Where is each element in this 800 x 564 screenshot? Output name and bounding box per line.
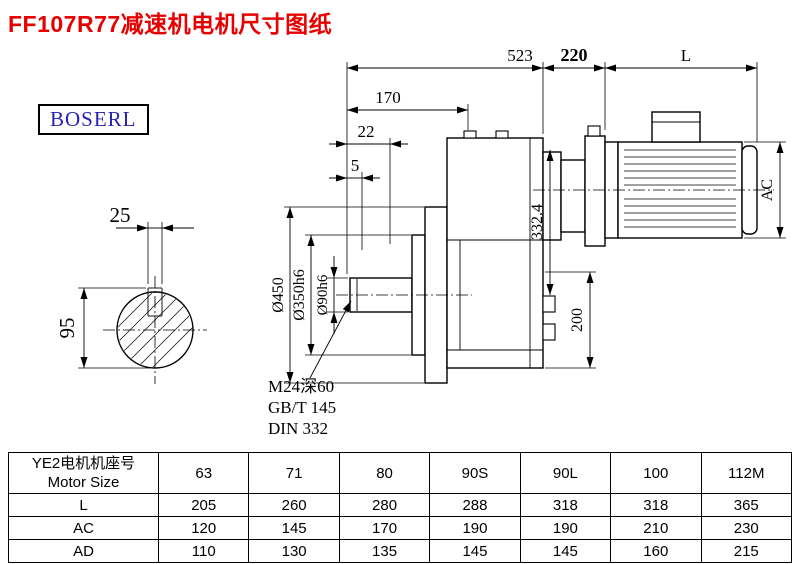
table-row-AC: AC 120 145 170 190 190 210 230 <box>8 516 793 540</box>
header-size-80: 80 <box>338 452 431 494</box>
row-label-L: L <box>8 493 159 517</box>
dim-5-label: 5 <box>351 156 360 175</box>
gearbox-view <box>349 130 556 384</box>
table-header-row: YE2电机机座号 Motor Size 63 71 80 90S 90L 100… <box>8 452 793 494</box>
dim-332-label: 332.4 <box>529 204 546 240</box>
dim-spigot-diameter-label: Ø350h6 <box>291 269 308 321</box>
motor-size-table: YE2电机机座号 Motor Size 63 71 80 90S 90L 100… <box>8 452 793 563</box>
housing-bolt <box>495 130 509 139</box>
note-din: DIN 332 <box>268 419 328 438</box>
row-label-AD: AD <box>8 539 159 563</box>
table-cell: 135 <box>338 539 431 563</box>
table-cell: 110 <box>157 539 250 563</box>
header-motor-size-cell: YE2电机机座号 Motor Size <box>8 452 159 494</box>
shaft-cross-section-view: 25 95 <box>55 203 207 384</box>
header-size-112m: 112M <box>700 452 793 494</box>
table-cell: 190 <box>429 516 521 540</box>
motor-cooling-fins <box>624 149 736 228</box>
table-cell: 120 <box>157 516 250 540</box>
gear-housing <box>446 137 544 369</box>
table-row-L: L 205 260 280 288 318 318 365 <box>8 493 793 517</box>
table-cell: 145 <box>429 539 521 563</box>
shaft-end-note: M24深60 GB/T 145 DIN 332 <box>268 300 352 438</box>
table-cell: 210 <box>610 516 702 540</box>
row-label-AC: AC <box>8 516 159 540</box>
table-cell: 205 <box>157 493 250 517</box>
table-cell: 170 <box>338 516 431 540</box>
dim-AC-label: AC <box>759 179 776 201</box>
adapter-housing <box>560 159 586 233</box>
dim-25-label: 25 <box>110 203 131 227</box>
table-cell: 318 <box>519 493 612 517</box>
keyway-outline <box>147 287 163 317</box>
header-size-63: 63 <box>157 452 250 494</box>
brand-logo: BOSERL <box>38 104 149 135</box>
header-label-cn: YE2电机机座号 <box>31 455 136 472</box>
housing-bolt <box>463 130 477 139</box>
housing-boss <box>542 323 556 341</box>
header-size-100: 100 <box>610 452 702 494</box>
dim-key-width: 25 <box>110 203 194 284</box>
dim-200-label: 200 <box>569 308 586 332</box>
table-cell: 230 <box>700 516 793 540</box>
terminal-box <box>651 111 701 143</box>
dimension-drawing: 25 95 <box>55 45 786 438</box>
table-row-AD: AD 110 130 135 145 145 160 215 <box>8 539 793 563</box>
dim-shaft-diameter-label: Ø90h6 <box>315 274 331 315</box>
table-cell: 160 <box>610 539 702 563</box>
dim-95-label: 95 <box>55 318 79 339</box>
table-cell: 318 <box>610 493 702 517</box>
note-gbt: GB/T 145 <box>268 398 336 417</box>
table-cell: 130 <box>248 539 340 563</box>
table-cell: 288 <box>429 493 521 517</box>
header-size-71: 71 <box>248 452 340 494</box>
page-title: FF107R77减速机电机尺寸图纸 <box>8 11 333 37</box>
table-cell: 365 <box>700 493 793 517</box>
top-dimensions: 523 220 L 170 22 5 <box>329 45 758 274</box>
dim-170-label: 170 <box>375 88 401 107</box>
table-cell: 215 <box>700 539 793 563</box>
vertical-dimensions: 332.4 200 AC <box>529 141 786 369</box>
dim-22-label: 22 <box>358 122 375 141</box>
header-label-en: Motor Size <box>47 474 120 491</box>
housing-boss <box>542 295 556 313</box>
section-hatching <box>118 293 192 367</box>
header-size-90s: 90S <box>429 452 521 494</box>
table-cell: 145 <box>248 516 340 540</box>
dim-key-height: 95 <box>55 287 150 369</box>
table-cell: 280 <box>338 493 431 517</box>
motor-view <box>542 111 758 247</box>
dim-220-label: 220 <box>561 45 588 65</box>
flange-bolt <box>587 125 601 137</box>
table-cell: 260 <box>248 493 340 517</box>
note-thread: M24深60 <box>268 377 334 396</box>
dim-523-label: 523 <box>507 46 533 65</box>
table-cell: 190 <box>519 516 612 540</box>
dim-flange-diameter-label: Ø450 <box>270 277 287 313</box>
header-size-90l: 90L <box>519 452 612 494</box>
motor-flange <box>584 135 606 247</box>
dim-L-label: L <box>681 46 691 65</box>
table-cell: 145 <box>519 539 612 563</box>
